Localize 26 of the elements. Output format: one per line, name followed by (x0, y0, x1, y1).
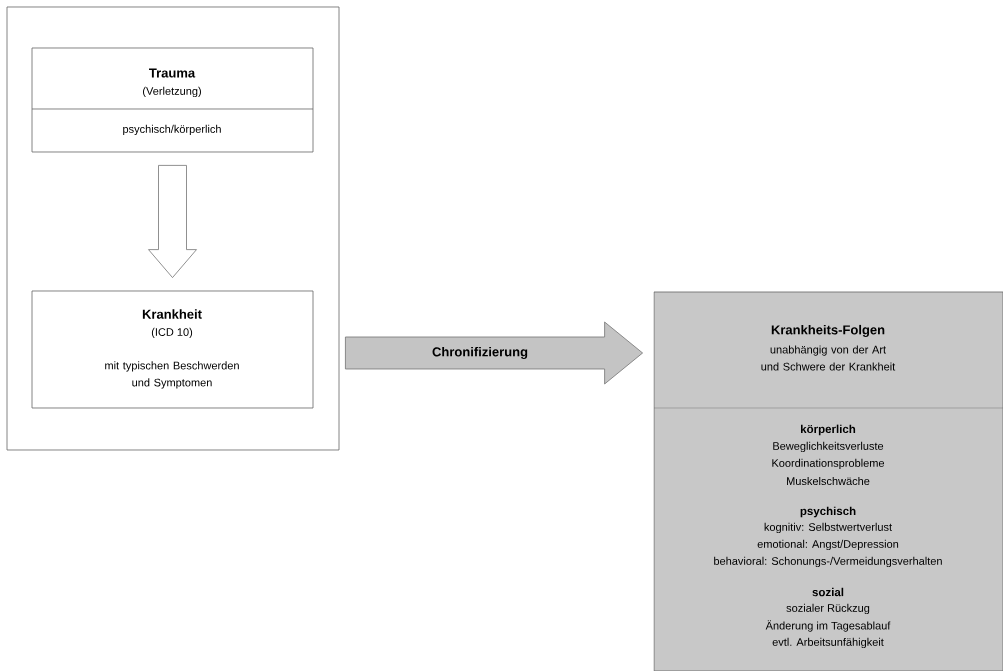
edge-label: Chronifizierung (432, 346, 528, 360)
subtitle: (Verletzung) (143, 86, 201, 98)
body-text: Änderung im Tagesablauf (765, 620, 891, 632)
body-text: unabhängig von der Art und Schwere der Krankheit (761, 345, 896, 371)
subtitle: (ICD 10) (151, 327, 193, 339)
body-text: Beweglichkeitsverluste (773, 441, 884, 453)
subheading: sozial (812, 587, 844, 597)
heading: Krankheit (142, 309, 202, 319)
body-text: sozialer Rückzug (786, 603, 870, 615)
body-text: Muskelschwäche (787, 476, 870, 486)
heading: Trauma (149, 68, 196, 78)
body-text: kognitiv: Selbstwertverlust (764, 522, 892, 534)
subheading: psychisch (800, 506, 856, 518)
block-arrow (345, 321, 643, 385)
body-text: emotional: Angst/Depression (757, 539, 899, 551)
body-text: mit typischen Beschwerden und Symptomen (105, 361, 239, 389)
body-text: psychisch/körperlich (123, 124, 221, 136)
block-arrow (148, 165, 197, 278)
subheading: körperlich (801, 424, 856, 436)
body-text: Koordinationsprobleme (772, 458, 885, 470)
text-box (31, 290, 314, 409)
text-box (31, 47, 314, 153)
body-text: behavioral: Schonungs-/Vermeidungsverhalten (714, 556, 942, 568)
heading: Krankheits-Folgen (771, 324, 885, 338)
result-panel (653, 291, 1003, 671)
body-text: evtl. Arbeitsunfähigkeit (772, 637, 884, 649)
